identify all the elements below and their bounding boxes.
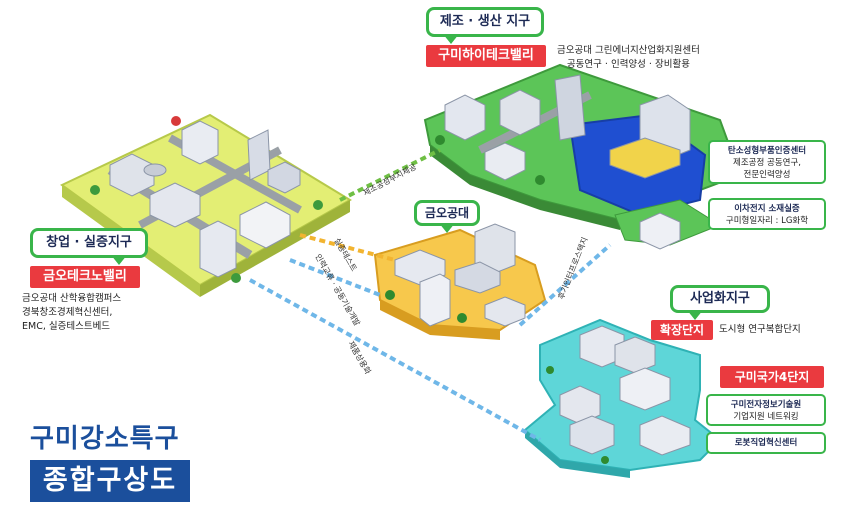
box-line: 전문인력양성 [743, 170, 791, 180]
box-title: 로봇직업혁신센터 [734, 438, 798, 448]
complex-name: 구미국가4단지 [720, 366, 824, 388]
box-line: 제조공정 공동연구, [733, 158, 801, 168]
commercial-zone-buildings [546, 325, 691, 464]
manufacturing-zone-desc: 금오공대 그린에너지산업화지원센터 공동연구 · 인력양성 · 장비활용 [557, 44, 700, 72]
battery-test-box: 이차전지 소재실증 구미형일자리 : LG화학 [708, 198, 826, 230]
box-title: 탄소성형부품인증센터 [727, 146, 807, 156]
connector-arrows [249, 148, 612, 442]
startup-desc-line: EMC, 실증테스트베드 [22, 321, 111, 332]
startup-zone-name: 금오테크노밸리 [30, 266, 140, 288]
university-label: 금오공대 [414, 200, 480, 233]
page-title-line1: 구미강소특구 [30, 424, 180, 454]
commercial-zone-label: 사업화지구 [670, 285, 770, 320]
carbon-cert-center-box: 탄소성형부품인증센터 제조공정 공동연구, 전문인력양성 [708, 140, 826, 184]
startup-desc-line: 금오공대 산학융합캠퍼스 [22, 293, 122, 304]
page-title-line2: 종합구상도 [30, 460, 190, 502]
box-title: 이차전지 소재실증 [734, 204, 800, 214]
arrow-label-4: 후기인터프로스택지 [556, 236, 590, 301]
manufacturing-desc-line: 공동연구 · 인력양성 · 장비활용 [566, 59, 690, 70]
box-line: 구미형일자리 : LG화학 [725, 216, 809, 226]
manufacturing-zone-label: 제조 · 생산 지구 [426, 7, 544, 44]
box-title: 구미전자정보기술원 [730, 400, 802, 410]
expansion-desc: 도시형 연구복합단지 [719, 324, 801, 335]
expansion-name: 확장단지 [651, 320, 713, 340]
manufacturing-zone-buildings [435, 74, 691, 250]
electronics-institute-box: 구미전자정보기술원 기업지원 네트워킹 [706, 394, 826, 426]
manufacturing-desc-line: 금오공대 그린에너지산업화지원센터 [557, 45, 700, 56]
arrow-label-2: 실증테스트 [332, 236, 359, 273]
startup-zone-buildings [90, 116, 323, 283]
box-line: 기업지원 네트워킹 [733, 412, 799, 422]
startup-zone-label: 창업 · 실증지구 [30, 228, 148, 265]
startup-desc-line: 경북창조경제혁신센터, [22, 307, 113, 318]
robot-center-box: 로봇직업혁신센터 [706, 432, 826, 454]
university-zone-buildings [385, 223, 526, 327]
manufacturing-zone-name: 구미하이테크밸리 [426, 45, 546, 67]
arrow-label-1: 제조공정부지제공 [361, 161, 418, 197]
startup-zone-desc: 금오공대 산학융합캠퍼스 경북창조경제혁신센터, EMC, 실증테스트베드 [22, 292, 121, 334]
